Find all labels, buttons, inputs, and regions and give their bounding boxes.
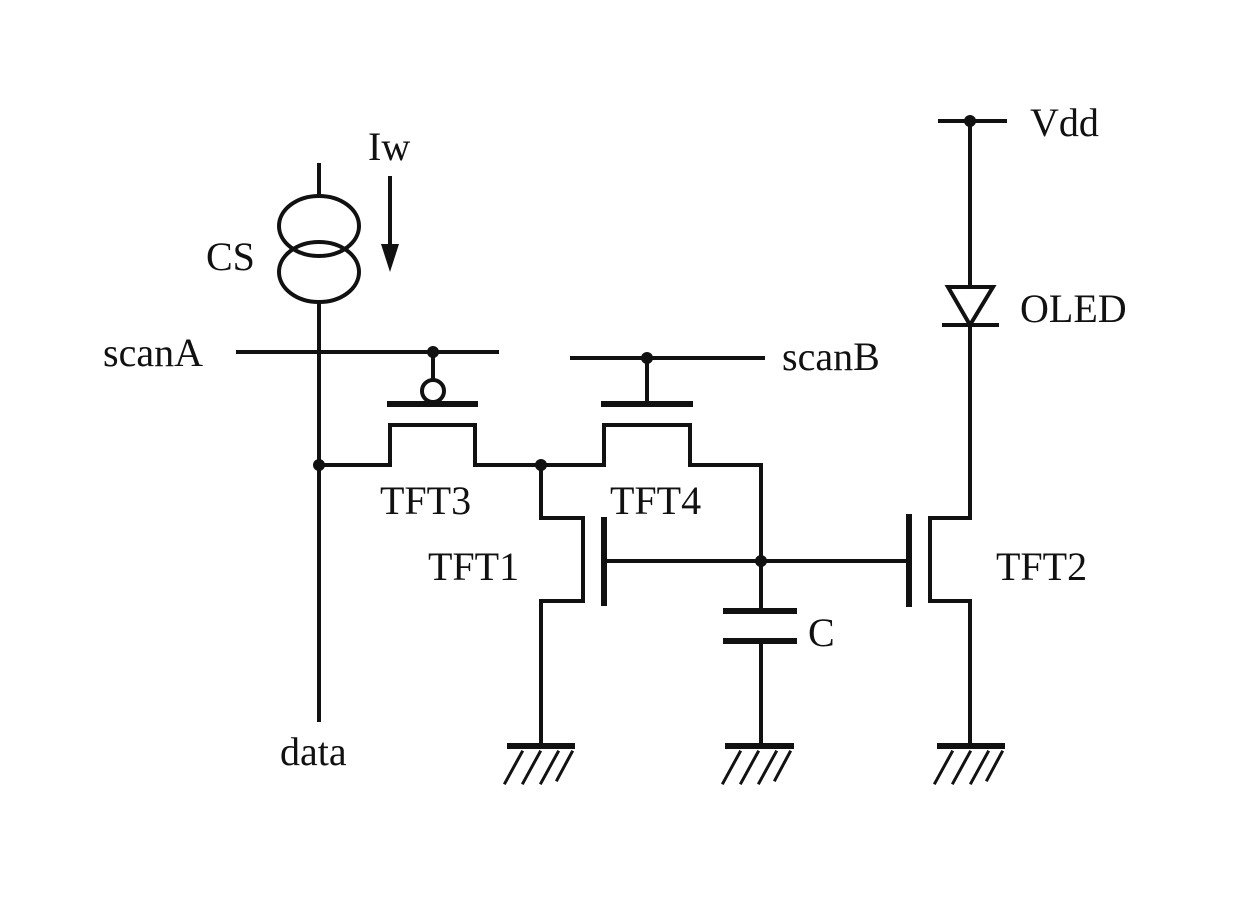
storage-capacitor — [726, 561, 794, 745]
current-source — [279, 165, 359, 720]
ground-tft2 — [935, 746, 1002, 783]
vdd-rail — [940, 115, 1005, 287]
scan-a-line — [238, 346, 497, 358]
ground-capacitor — [723, 746, 791, 783]
oled-diode — [944, 287, 997, 475]
tft3-label: TFT3 — [380, 478, 471, 523]
tft1-label: TFT1 — [428, 544, 519, 589]
oled-label: OLED — [1020, 286, 1127, 331]
tft3-transistor — [319, 352, 541, 465]
write-current-arrow — [381, 178, 399, 272]
scan-b-line — [572, 352, 763, 364]
tft4-label: TFT4 — [610, 478, 701, 523]
scan-a-label: scanA — [103, 330, 203, 375]
ground-tft1 — [505, 746, 572, 783]
capacitor-label: C — [808, 610, 835, 655]
write-current-label: Iw — [368, 124, 410, 169]
vdd-label: Vdd — [1030, 100, 1099, 145]
data-line-label: data — [280, 729, 347, 774]
scan-b-label: scanB — [782, 334, 880, 379]
tft4-transistor — [541, 358, 761, 560]
tft2-label: TFT2 — [996, 544, 1087, 589]
current-source-label: CS — [206, 234, 255, 279]
data-node-junction — [313, 459, 325, 471]
